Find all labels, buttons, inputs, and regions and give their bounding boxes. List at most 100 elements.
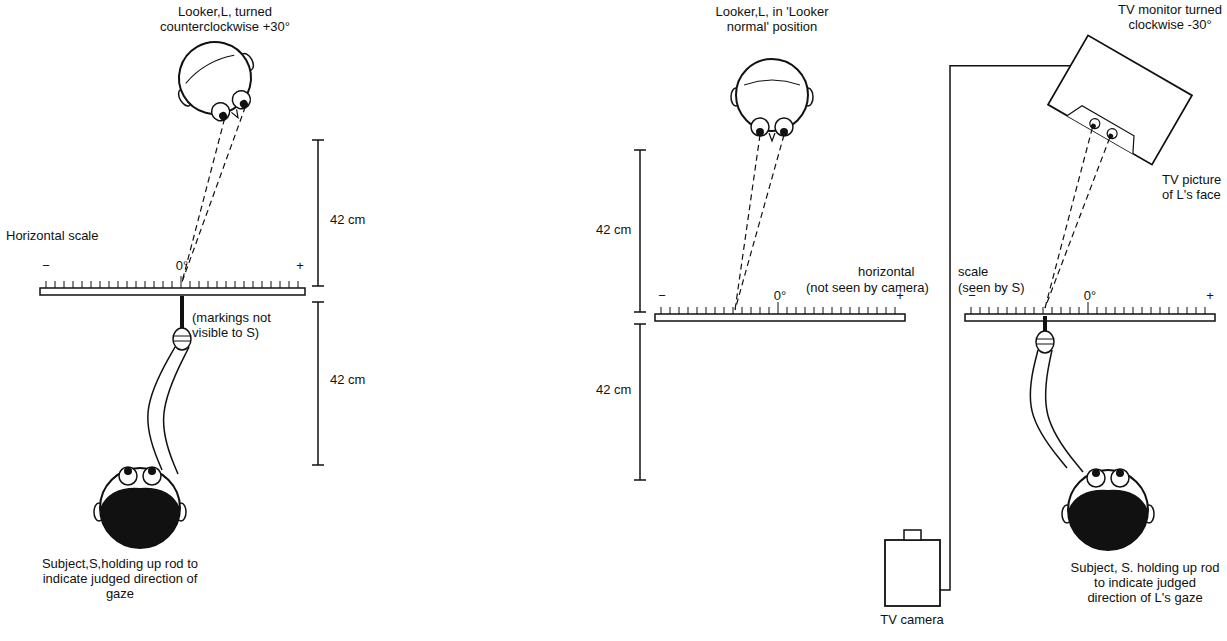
tv-camera [885,530,940,606]
tick [778,302,779,314]
tick [751,307,752,314]
pupil [1116,469,1124,477]
figure-label: Horizontal scale [6,228,136,243]
tick [154,281,155,288]
dimension-line [317,302,319,465]
tick [841,307,842,314]
tick [697,307,698,314]
dimension-cap [634,479,646,481]
tick [706,307,707,314]
tv-eye [1105,127,1119,141]
tick [1142,307,1143,314]
figure-label: − [964,288,980,303]
tick [877,307,878,314]
tick [73,281,74,288]
eye [119,467,137,485]
tick [1043,307,1044,314]
figure-label: 0° [167,258,197,273]
gaze-line [735,135,760,310]
tick [226,281,227,288]
figure-label: Subject,S,holding up rod to indicate jud… [35,556,205,601]
tick [298,281,299,288]
tick [181,276,182,288]
tick [998,307,999,314]
figure-label: Looker,L, in 'Looker normal' position [697,4,847,34]
tick [688,307,689,314]
dimension-cap [312,301,324,303]
tick [1106,307,1107,314]
figure-label: TV monitor turned clockwise -30° [1115,2,1225,32]
gaze-line [1045,128,1092,308]
figure-label: Looker,L, turned counterclockwise +30° [130,4,320,34]
camera-body [885,540,940,606]
monitor-screen [1067,102,1141,154]
tick [724,307,725,314]
figure-label: 0° [765,288,795,303]
tick [163,281,164,288]
tick [55,281,56,288]
horizontal-scale [40,276,305,295]
arm [164,347,189,474]
tick [190,281,191,288]
tick [280,281,281,288]
tick [1025,307,1026,314]
figure-label: − [38,258,54,273]
gaze-line [182,119,225,282]
nose [231,109,240,119]
head-outline [736,59,808,131]
tick [199,281,200,288]
dimension-cap [312,285,324,287]
tick [262,281,263,288]
tick [832,307,833,314]
eye [775,118,793,136]
tick [82,281,83,288]
figure-label: 0° [1075,288,1105,303]
tick [64,281,65,288]
eye [1111,469,1129,487]
dimension-cap [634,311,646,313]
tick [235,281,236,288]
nose [769,133,775,141]
dimension-cap [312,464,324,466]
tick [136,281,137,288]
tick [1196,307,1197,314]
tick [760,307,761,314]
tick [661,307,662,314]
tick [679,307,680,314]
hair [100,488,180,548]
tick [814,307,815,314]
figure-label: + [292,258,308,273]
figure-label: 42 cm [330,212,374,227]
tick [733,307,734,314]
figure-label: + [892,288,908,303]
pupil [218,111,229,122]
tick [91,281,92,288]
figure-label: (markings not visible to S) [192,310,292,340]
hair [1068,490,1148,550]
tick [289,281,290,288]
tick [886,307,887,314]
figure-label: Subject, S. holding up rod to indicate j… [1070,560,1220,605]
cable [940,66,1071,590]
tick [1205,307,1206,314]
head-outline [100,468,180,548]
tick [895,307,896,314]
hand [1036,331,1054,353]
tick [271,281,272,288]
fingers [1037,339,1053,344]
figure-label: (not seen by camera) [806,280,944,295]
tick [1097,307,1098,314]
tick [971,307,972,314]
monitor-case [1048,35,1192,164]
tick [1187,307,1188,314]
tick [1079,307,1080,314]
tv-monitor [1048,35,1192,164]
hair-line [744,80,800,85]
tick [823,307,824,314]
dimension-line [317,140,319,286]
tick [244,281,245,288]
tick [742,307,743,314]
hair-line [183,51,234,83]
